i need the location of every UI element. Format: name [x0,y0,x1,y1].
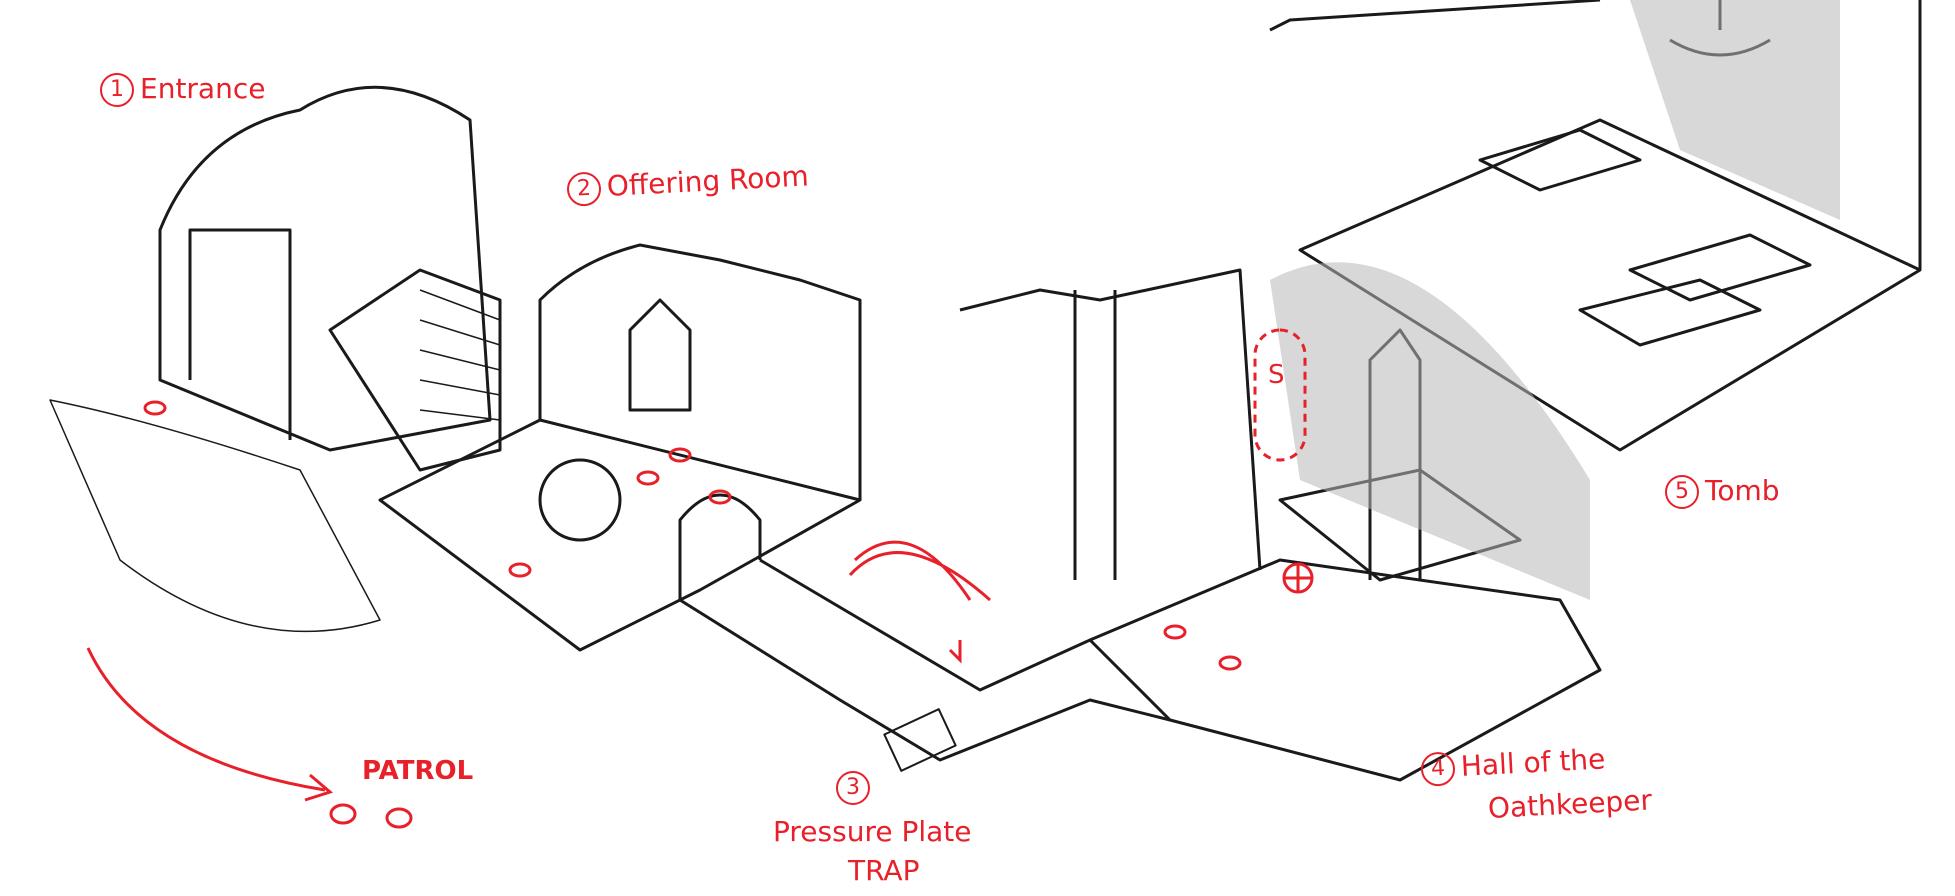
offering-room-walls [538,243,862,500]
entrance-gate [188,228,292,440]
offering-fountain [538,458,622,542]
entrance-ruins [158,85,492,452]
room-label-pressure-plate: Pressure Plate [773,815,972,848]
room-number-badge: 5 [1665,475,1699,509]
sarcophagus [1578,278,1762,347]
room-label-trap: TRAP [848,854,920,887]
secret-door-label: S [1268,360,1285,390]
sarcophagus [1478,128,1642,192]
room-name: Entrance [140,72,266,105]
hall-floor [1088,558,1602,782]
patrol-label: PATROL [362,756,474,786]
room-number-trap: 3 [836,770,876,805]
patrol-arrow [86,647,326,792]
tomb-shadow [1630,0,1840,220]
trap-arrows [848,540,991,664]
stairs [328,268,502,472]
room-number-badge: 4 [1420,751,1456,787]
archway [678,493,762,600]
room-number-badge: 3 [836,771,870,805]
entrance-ground [49,399,381,633]
trap-corridor [679,598,1171,762]
hall-shadow [1270,262,1590,600]
room-name: Tomb [1705,474,1780,507]
hall-pillar [1073,290,1117,580]
patrol-marker-group [143,400,1242,829]
sarcophagus [1628,233,1812,302]
secret-door [1253,328,1307,462]
offering-statue [628,298,692,412]
offering-room-floor [378,418,862,652]
room-number-badge: 1 [100,73,134,107]
hall-walls [959,268,1262,571]
room-name: Hall of the [1460,742,1607,783]
tomb-walls [1269,0,1922,270]
room-number-badge: 2 [566,171,602,207]
pressure-plate [883,708,957,772]
